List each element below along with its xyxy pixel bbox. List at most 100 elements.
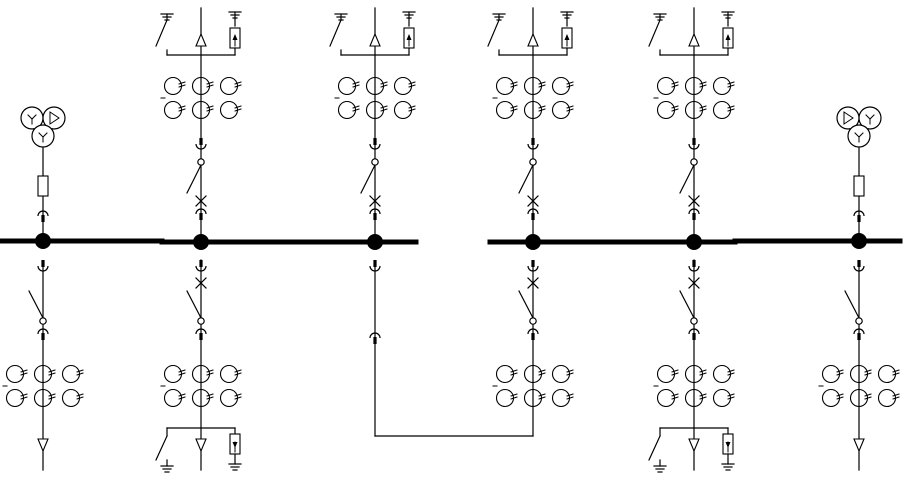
current-transformer xyxy=(656,76,676,96)
ct-tick xyxy=(76,396,84,400)
vt-winding xyxy=(42,106,66,130)
ct-tick xyxy=(380,105,388,109)
plug-pin xyxy=(692,138,696,145)
ct-tick xyxy=(864,372,872,376)
plug-pin xyxy=(531,333,535,340)
plug-contact xyxy=(688,328,700,335)
ct-tick xyxy=(538,84,546,88)
plug-contact xyxy=(195,208,207,215)
ct-tick xyxy=(510,393,518,397)
ct-tick xyxy=(864,396,872,400)
ct-tick xyxy=(206,81,214,85)
ct-tick xyxy=(206,372,214,376)
disconnector-blade xyxy=(844,290,860,319)
ct-tick xyxy=(408,105,416,109)
disconnector-blade xyxy=(186,164,202,194)
ct-tick xyxy=(538,393,546,397)
current-transformer xyxy=(163,364,183,384)
wye-mark xyxy=(38,132,44,138)
ct-tick xyxy=(836,393,844,397)
ct-tick xyxy=(510,105,518,109)
breaker-mark xyxy=(688,195,700,207)
ct-tick xyxy=(566,108,574,112)
contact-node xyxy=(855,317,863,325)
ct-tick xyxy=(671,108,679,112)
earth-blade xyxy=(648,19,661,47)
fuse xyxy=(37,175,49,197)
current-transformer xyxy=(712,388,732,408)
vt-winding xyxy=(836,106,860,130)
ct-tick xyxy=(234,84,242,88)
current-transformer xyxy=(337,76,357,96)
ct-tick xyxy=(538,105,546,109)
plug-pin xyxy=(373,337,377,344)
ct-tick xyxy=(699,84,707,88)
disconnector-blade xyxy=(28,290,44,319)
ct-tick xyxy=(727,372,735,376)
ct-tick xyxy=(699,105,707,109)
plug-pin xyxy=(373,138,377,145)
delta-mark xyxy=(843,111,854,125)
ct-tick xyxy=(671,105,679,109)
wye-mark xyxy=(865,114,871,120)
ct-tick xyxy=(234,105,242,109)
breaker-mark xyxy=(369,195,381,207)
ct-tick xyxy=(20,372,28,376)
ct-tick xyxy=(178,105,186,109)
ct-tick xyxy=(48,393,56,397)
ct-tick xyxy=(510,108,518,112)
ct-tick xyxy=(671,369,679,373)
ct-tick xyxy=(352,108,360,112)
ct-tick xyxy=(234,369,242,373)
plug-contact xyxy=(527,208,539,215)
current-transformer xyxy=(219,76,239,96)
contact-node xyxy=(690,158,698,166)
ct-tick xyxy=(671,84,679,88)
plug-pin xyxy=(857,215,861,222)
ct-tick xyxy=(48,396,56,400)
contact-node xyxy=(529,317,537,325)
ct-tick xyxy=(178,108,186,112)
plug-contact xyxy=(195,143,207,150)
plug-contact xyxy=(527,143,539,150)
bay-vt-left xyxy=(2,106,84,471)
ct-tick xyxy=(699,372,707,376)
current-transformer xyxy=(551,100,571,120)
current-transformer xyxy=(163,76,183,96)
ct-tick xyxy=(566,81,574,85)
current-transformer xyxy=(61,388,81,408)
bay-feeder-2 xyxy=(648,7,735,473)
bus-junction xyxy=(686,234,702,250)
wye-mark xyxy=(27,114,33,120)
contact-node xyxy=(197,317,205,325)
current-transformer xyxy=(337,100,357,120)
ct-tick xyxy=(538,372,546,376)
current-transformer xyxy=(656,388,676,408)
ct-tick xyxy=(178,393,186,397)
disconnector-blade xyxy=(518,290,534,319)
ct-tick xyxy=(566,369,574,373)
breaker-mark xyxy=(195,195,207,207)
bay-vt-right xyxy=(818,106,900,471)
contact-node xyxy=(690,317,698,325)
cable-arrow xyxy=(37,438,49,453)
current-transformer xyxy=(219,388,239,408)
disconnector-blade xyxy=(186,290,202,319)
ct-tick xyxy=(836,396,844,400)
wye-mark xyxy=(31,114,37,120)
current-transformer xyxy=(712,364,732,384)
ct-tick xyxy=(76,372,84,376)
ct-tick xyxy=(699,396,707,400)
plug-pin xyxy=(199,213,203,220)
plug-pin xyxy=(373,213,377,220)
ct-tick xyxy=(206,396,214,400)
ct-tick xyxy=(48,372,56,376)
contact-node xyxy=(39,317,47,325)
cable-arrow xyxy=(688,32,700,47)
earth-blade xyxy=(155,435,168,461)
ct-tick xyxy=(178,396,186,400)
ct-tick xyxy=(380,84,388,88)
bus-junction xyxy=(193,234,209,250)
plug-contact xyxy=(369,332,381,339)
ct-tick xyxy=(20,369,28,373)
